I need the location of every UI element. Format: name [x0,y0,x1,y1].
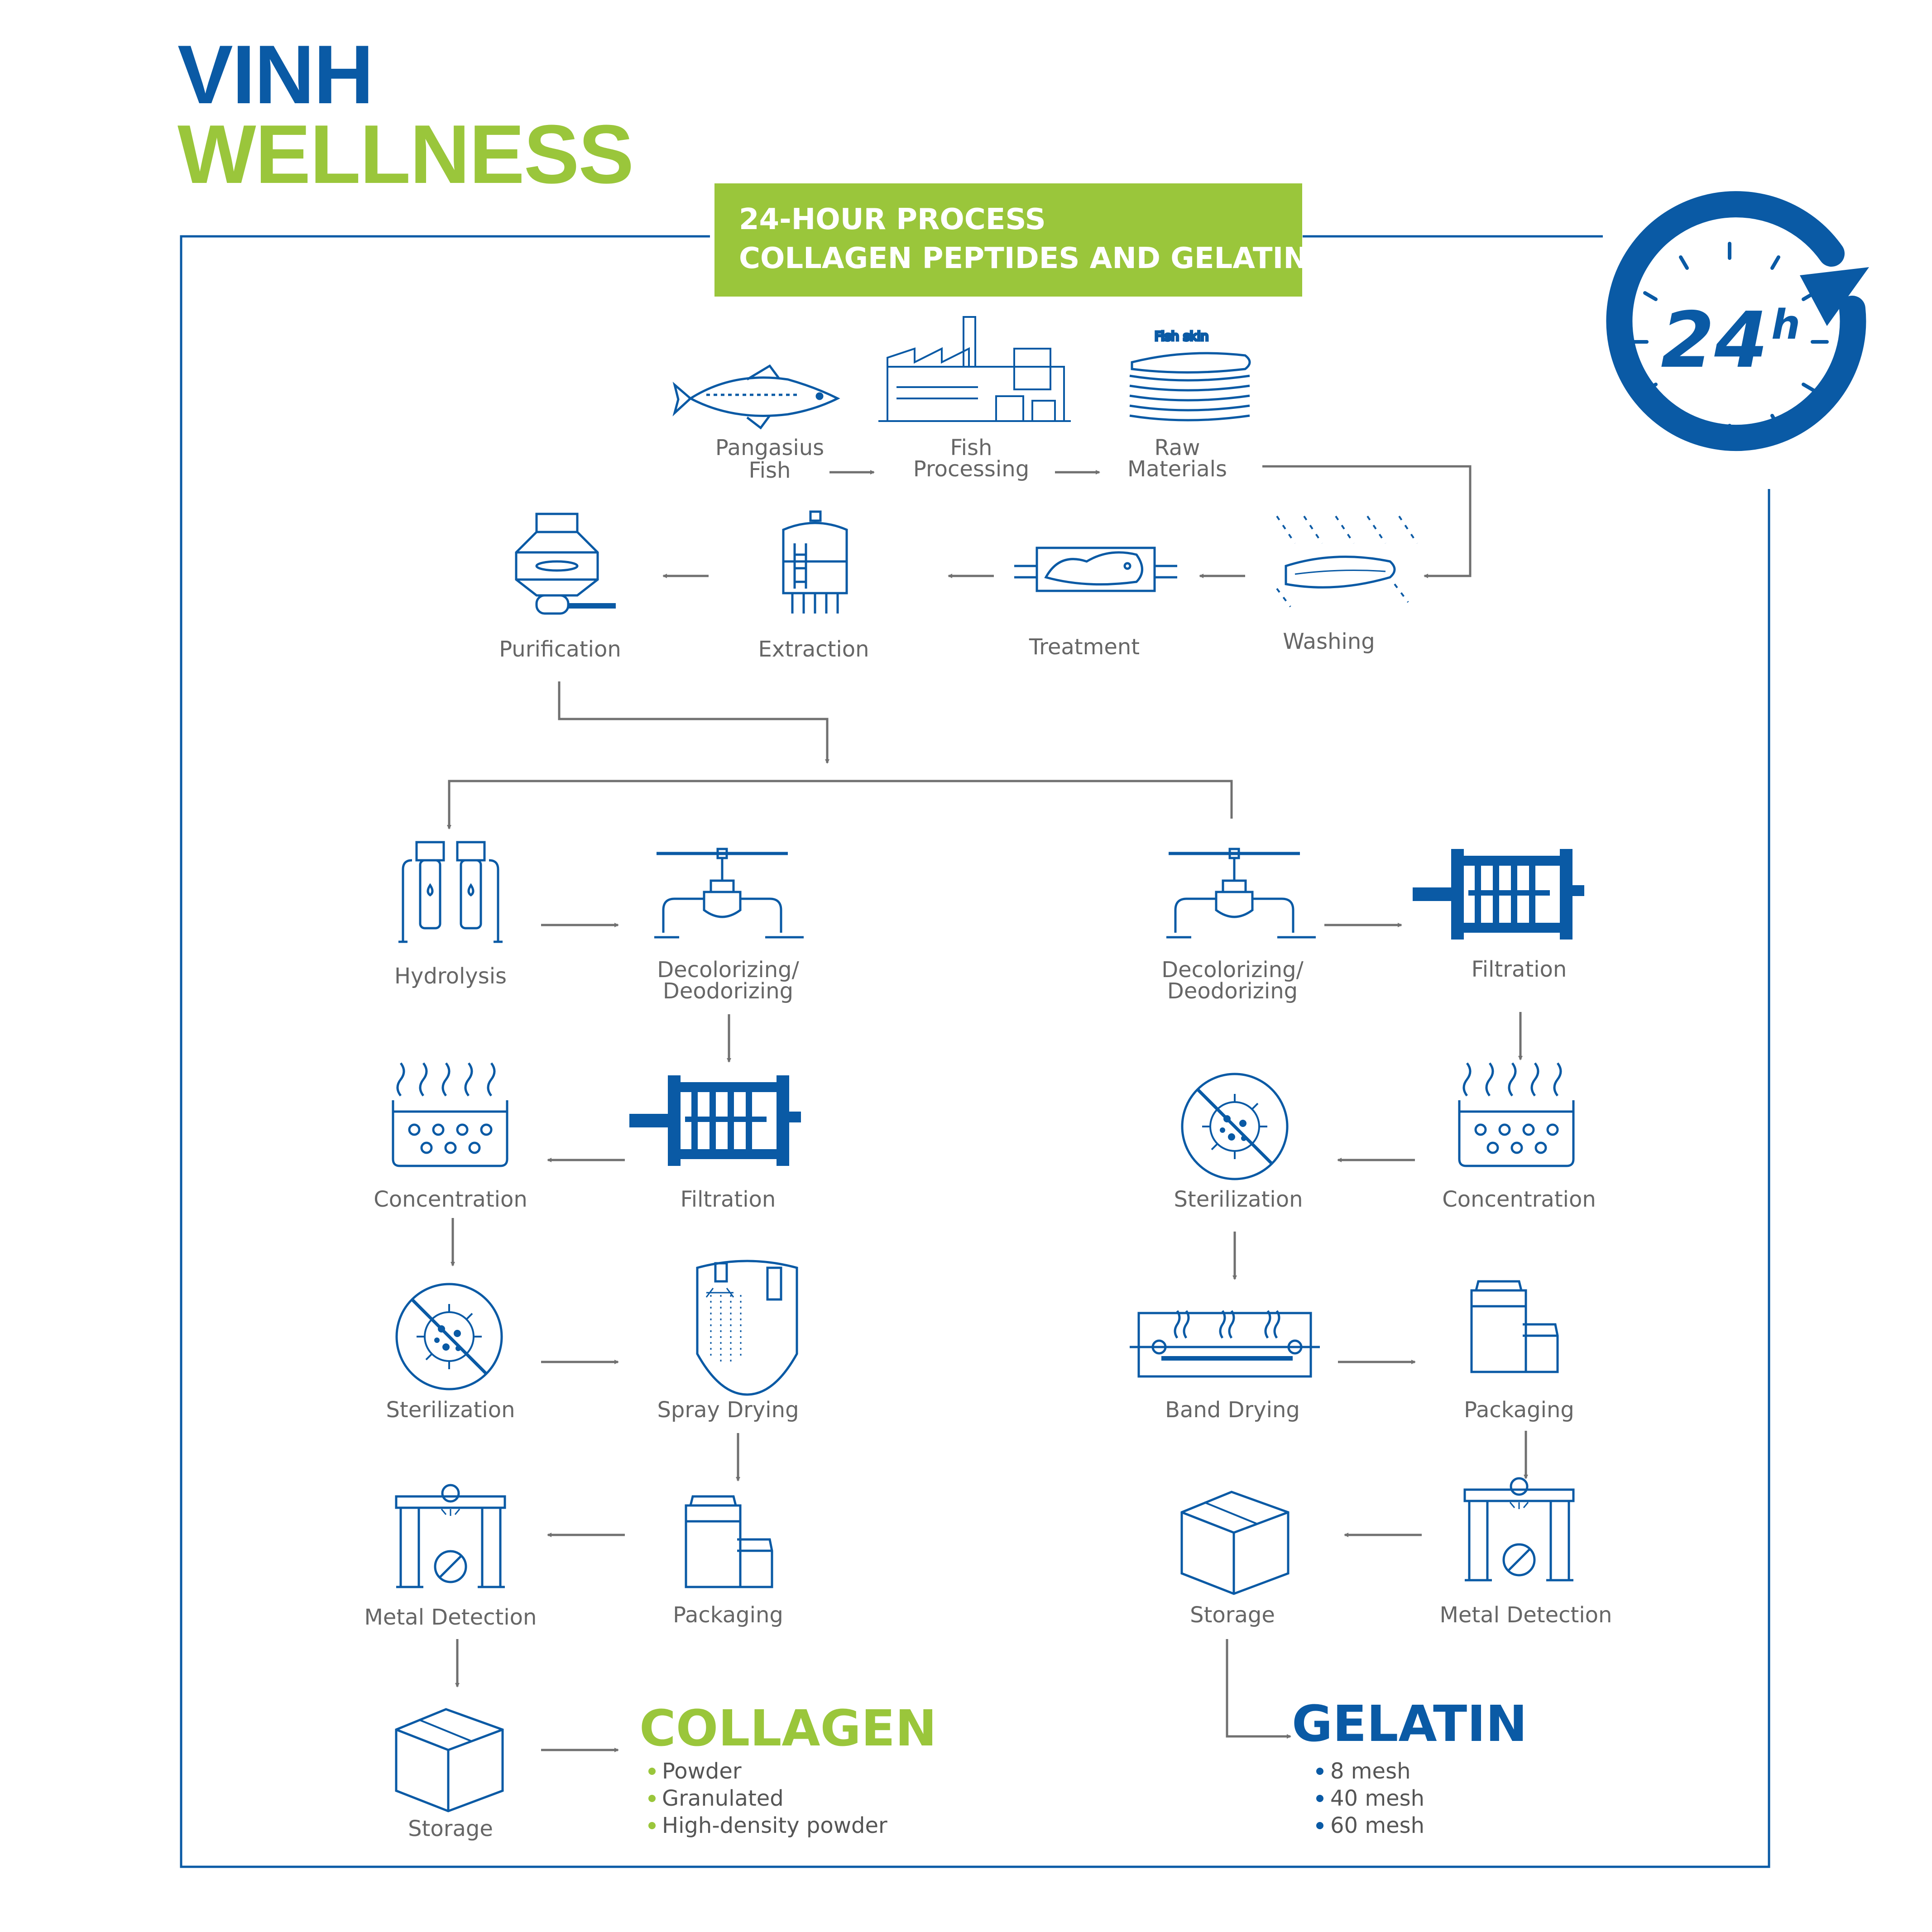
packaging-icon [685,1495,773,1588]
filter-press-icon [1413,849,1584,940]
gelatin-variant-2: 40 mesh [1330,1786,1424,1811]
label-washing: Washing [1283,629,1375,654]
arrow-g-storage-to-gelatin [1226,1639,1291,1739]
packaging-icon [1470,1280,1559,1373]
label-g-filtration: Filtration [1472,957,1567,982]
label-g-decolorizing-2: Deodorizing [1167,978,1298,1004]
label-raw-1: Raw [1155,435,1200,460]
frame-border [180,235,1770,1868]
banner-line-2: COLLAGEN PEPTIDES AND GELATIN [739,242,1308,275]
label-packaging: Packaging [673,1602,783,1628]
label-purification: Purification [499,637,621,662]
collagen-variant-2: Granulated [662,1786,784,1811]
label-hydrolysis: Hydrolysis [394,964,507,989]
filter-press-icon [629,1075,801,1166]
band-dryer-icon [1130,1310,1320,1378]
collagen-product: COLLAGEN Powder Granulated High-density … [639,1699,937,1838]
metal-detector-icon [1463,1477,1575,1582]
label-metal: Metal Detection [364,1605,537,1630]
gelatin-title: GELATIN [1292,1695,1527,1753]
purification-vessel-icon [515,513,616,615]
label-g-storage: Storage [1190,1602,1275,1628]
step-labels: Pangasius Fish Fish Processing Raw Mater… [364,435,1612,1841]
arrow-raw-to-washing [1262,465,1472,578]
gelatin-variant-1: 8 mesh [1330,1759,1411,1784]
label-processing-2: Processing [913,456,1029,482]
concentration-icon [1459,1063,1573,1166]
collagen-variant-1: Powder [662,1759,742,1784]
label-sterilization: Sterilization [386,1397,515,1423]
label-pangasius-2: Fish [749,458,791,483]
gelatin-product: GELATIN 8 mesh 40 mesh 60 mesh [1292,1695,1527,1838]
label-decolorizing-1: Decolorizing/ [657,957,799,983]
clock-24h-icon: 24 h [1606,191,1869,451]
storage-box-icon [1182,1492,1288,1594]
sterilization-icon [395,1283,503,1390]
brand-line-1: VINH [177,28,373,121]
label-pangasius-1: Pangasius [715,435,824,460]
fish-icon [672,364,840,430]
washing-icon [1276,515,1418,608]
valve-pipe-icon [1166,849,1316,937]
label-g-sterilization: Sterilization [1174,1187,1303,1212]
arrow-split-to-hydrolysis [447,780,1233,829]
fish-skin-stack-icon: Fish skin [1129,328,1251,422]
label-filtration: Filtration [681,1187,776,1212]
label-treatment: Treatment [1029,634,1140,660]
label-extraction: Extraction [758,637,869,662]
label-spray: Spray Drying [657,1397,799,1423]
label-storage: Storage [408,1816,493,1841]
storage-box-icon [395,1708,504,1812]
spray-dryer-icon [696,1260,798,1396]
sterilization-icon [1181,1073,1289,1180]
label-g-decolorizing-1: Decolorizing/ [1161,957,1304,983]
gelatin-variant-3: 60 mesh [1330,1813,1424,1838]
collagen-title: COLLAGEN [639,1699,937,1757]
banner-line-1: 24-HOUR PROCESS [739,203,1046,236]
clock-h-text: h [1771,301,1800,349]
label-raw-2: Materials [1127,456,1227,482]
label-processing-1: Fish [950,435,992,460]
label-decolorizing-2: Deodorizing [663,978,793,1004]
hydrolysis-icon [398,841,503,943]
label-g-packaging: Packaging [1464,1397,1574,1423]
arrow-purification-to-split [558,681,829,764]
fish-skin-label: Fish skin [1155,329,1208,344]
treatment-tank-icon [1014,547,1177,592]
label-concentration: Concentration [374,1187,527,1212]
collagen-variant-3: High-density powder [662,1813,887,1838]
label-g-concentration: Concentration [1442,1187,1596,1212]
brand-line-2: WELLNESS [177,107,633,201]
label-g-metal: Metal Detection [1440,1602,1612,1628]
metal-detector-icon [395,1484,506,1588]
clock-24-text: 24 [1661,296,1768,385]
title-banner: 24-HOUR PROCESS COLLAGEN PEPTIDES AND GE… [714,183,1308,297]
label-g-band: Band Drying [1165,1397,1300,1423]
connectors [447,465,1528,1752]
factory-icon [878,316,1071,422]
valve-pipe-icon [654,848,804,939]
concentration-icon [392,1062,508,1167]
extraction-tank-icon [782,510,848,614]
